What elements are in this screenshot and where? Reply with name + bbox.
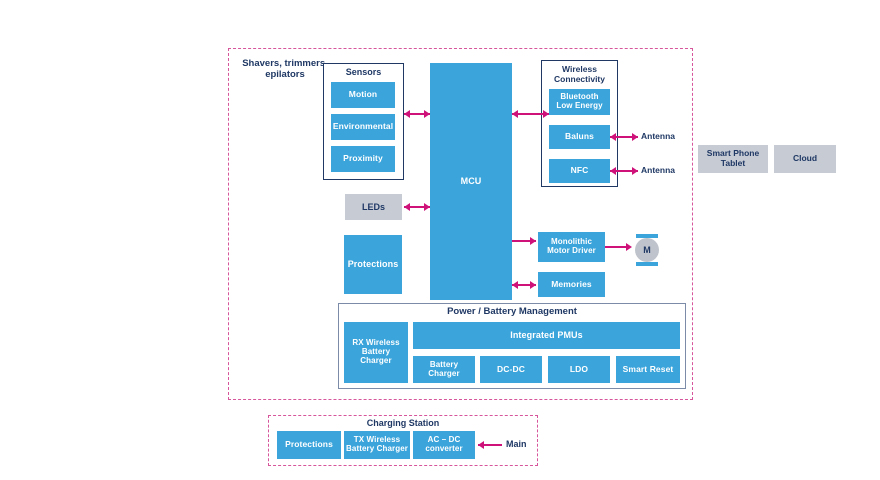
arrow-motor-driver-motor-head [626,242,632,251]
smart-phone-line1: Smart Phone [706,148,760,159]
wireless-group-title-line2: Connectivity [553,74,605,84]
sensors-item-motion[interactable]: Motion [331,82,395,108]
sensors-group-title: Sensors [345,67,382,77]
rx-charger-line3: Charger [360,355,392,365]
arrow-sensors-mcu [404,113,430,115]
pmu-item-dc-dc[interactable]: DC-DC [480,356,542,383]
memories-block[interactable]: Memories [538,272,605,297]
external-smart-phone-tablet[interactable]: Smart Phone Tablet [698,145,768,173]
motor-driver-line2: Motor Driver [547,246,596,255]
arrow-leds-mcu [404,206,430,208]
smart-phone-line2: Tablet [720,158,746,168]
motor-symbol: M [635,238,659,262]
arrow-baluns-antenna [610,136,638,138]
rx-wireless-battery-charger-block[interactable]: RX Wireless Battery Charger [344,322,408,383]
motor-driver-line1: Monolithic [551,237,592,247]
system-title-text: Shavers, trimmers,epilators [242,58,328,80]
antenna-label-nfc: Antenna [641,164,675,175]
arrow-mcu-motor-driver [512,240,536,242]
charging-station-protections[interactable]: Protections [277,431,341,459]
power-management-title: Power / Battery Management [447,306,577,317]
charging-station-ac-dc-converter[interactable]: AC – DC converter [413,431,475,459]
protections-block[interactable]: Protections [344,235,402,294]
antenna-label-baluns: Antenna [641,130,675,141]
arrow-baluns-antenna-head-left [610,132,616,141]
battery-charger-line1: Battery [429,359,459,369]
arrow-nfc-antenna-head-right [632,166,638,175]
ac-dc-line2: converter [425,444,463,453]
wireless-item-nfc[interactable]: NFC [549,159,610,183]
motor-top-bar [636,234,658,238]
charging-station-title: Charging Station [366,418,440,428]
pmu-item-ldo[interactable]: LDO [548,356,610,383]
charging-station-tx-wireless-charger[interactable]: TX Wireless Battery Charger [344,431,410,459]
sensors-item-proximity[interactable]: Proximity [331,146,395,172]
battery-charger-line2: Charger [428,368,460,378]
arrow-mcu-wireless-head-right [543,109,549,118]
arrow-main-ac-dc [478,444,502,446]
motor-bottom-bar [636,262,658,266]
arrow-baluns-antenna-head-right [632,132,638,141]
arrow-sensors-mcu-head-right [424,109,430,118]
wireless-item-baluns[interactable]: Baluns [549,125,610,149]
ble-line1: Bluetooth [560,92,599,102]
arrow-mcu-motor-driver-head [530,236,536,245]
leds-block[interactable]: LEDs [345,194,402,220]
arrow-motor-driver-motor [605,246,629,248]
ac-dc-line1: AC – DC [427,435,461,445]
tx-charger-line2: Battery Charger [346,444,408,453]
arrow-main-ac-dc-head [478,440,484,449]
arrow-nfc-antenna [610,170,638,172]
arrow-mcu-wireless-head-left [512,109,518,118]
rx-charger-line1: RX Wireless [352,338,400,348]
arrow-leds-mcu-head-left [404,202,410,211]
arrow-sensors-mcu-head-left [404,109,410,118]
wireless-item-ble[interactable]: Bluetooth Low Energy [549,89,610,115]
shavers-system-boundary [228,48,693,400]
arrow-mcu-memories-head-right [530,280,536,289]
sensors-item-environmental[interactable]: Environmental [331,114,395,140]
arrow-mcu-wireless [512,113,549,115]
integrated-pmus-header[interactable]: Integrated PMUs [413,322,680,349]
pmu-item-battery-charger[interactable]: Battery Charger [413,356,475,383]
main-power-label: Main [506,438,527,449]
system-title: Shavers, trimmers,epilators [232,57,338,83]
arrow-nfc-antenna-head-left [610,166,616,175]
arrow-mcu-memories-head-left [512,280,518,289]
rx-charger-line2: Battery [361,347,391,357]
ble-line2: Low Energy [556,101,603,110]
charging-station-boundary [268,415,538,466]
arrow-leds-mcu-head-right [424,202,430,211]
motor-driver-block[interactable]: Monolithic Motor Driver [538,232,605,262]
arrow-mcu-memories [512,284,536,286]
pmu-item-smart-reset[interactable]: Smart Reset [616,356,680,383]
tx-charger-line1: TX Wireless [353,435,401,445]
external-cloud[interactable]: Cloud [774,145,836,173]
wireless-group-title-line1: Wireless [562,64,597,74]
mcu-block[interactable]: MCU [430,63,512,300]
